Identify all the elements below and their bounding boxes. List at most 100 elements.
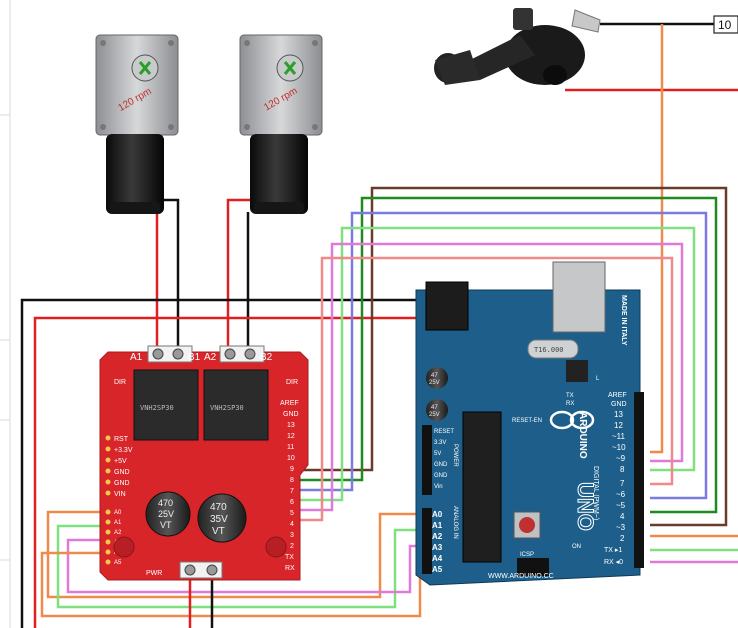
terminal-a2: A2 xyxy=(204,352,217,363)
svg-text:A0: A0 xyxy=(432,510,443,519)
arduino-cap-2: 47 25V xyxy=(426,399,448,421)
svg-text:A4: A4 xyxy=(432,554,443,563)
svg-text:2: 2 xyxy=(290,543,294,550)
wire-power-red xyxy=(33,316,440,628)
svg-text:A2: A2 xyxy=(432,532,443,541)
svg-text:35V: 35V xyxy=(210,514,228,525)
arduino-cap-1: 47 25V xyxy=(426,367,448,389)
svg-text:47: 47 xyxy=(431,405,438,411)
svg-text:~5: ~5 xyxy=(616,501,626,510)
tx-led-label: TX xyxy=(566,393,574,399)
svg-text:TX ▸1: TX ▸1 xyxy=(604,547,622,554)
shield-capacitor-2: 470 35V VT xyxy=(197,493,247,543)
shield-power-terminal xyxy=(179,561,223,579)
arduino-logo xyxy=(549,410,595,430)
svg-text:AREF: AREF xyxy=(608,392,627,399)
terminal-b2: B2 xyxy=(260,352,273,363)
terminal-a1: A1 xyxy=(130,352,143,363)
svg-text:25V: 25V xyxy=(429,380,440,386)
svg-text:A1: A1 xyxy=(114,520,122,526)
svg-text:3: 3 xyxy=(290,532,294,539)
wire-analog-green xyxy=(56,524,432,609)
gear-motor-1: 120 rpm xyxy=(95,34,179,214)
svg-text:~6: ~6 xyxy=(616,490,626,499)
svg-text:RESET: RESET xyxy=(434,429,454,435)
svg-text:~11: ~11 xyxy=(612,432,626,441)
svg-text:VT: VT xyxy=(160,520,172,530)
arduino-digital-pins: AREF GND 13 12 ~11 ~10 ~9 8 7 ~6 ~5 4 ~3… xyxy=(604,392,627,566)
header-digital: DIGITAL (PWM~) xyxy=(592,466,599,520)
svg-text:8: 8 xyxy=(290,477,294,484)
svg-text:11: 11 xyxy=(287,444,294,451)
shield-pin-gnd-2: GND xyxy=(114,480,130,487)
svg-text:GND: GND xyxy=(611,401,627,408)
svg-text:RX ◂0: RX ◂0 xyxy=(604,559,623,566)
driver-chip-2: VNH2SP30 xyxy=(203,369,269,441)
svg-text:TX: TX xyxy=(285,554,294,561)
svg-text:10: 10 xyxy=(287,455,295,462)
svg-text:A2: A2 xyxy=(114,530,122,536)
wire-motor2-red xyxy=(226,198,260,360)
gear-motor-2: 120 rpm xyxy=(239,34,323,214)
svg-text:GND: GND xyxy=(434,462,448,468)
label-pwr: PWR xyxy=(146,570,162,577)
icsp-label: ICSP xyxy=(520,552,534,558)
svg-text:VNH2SP30: VNH2SP30 xyxy=(140,404,174,412)
svg-text:12: 12 xyxy=(287,433,295,440)
shield-analog-pins xyxy=(105,509,111,565)
arduino-logo-text: ARDUINO xyxy=(577,412,588,459)
svg-text:A5: A5 xyxy=(432,565,443,574)
motor-terminals xyxy=(147,345,265,363)
header-power: POWER xyxy=(452,444,458,467)
svg-text:A1: A1 xyxy=(432,521,443,530)
made-in-italy: MADE IN ITALY xyxy=(620,295,627,346)
shield-pin-3v3: +3.3V xyxy=(114,447,133,454)
arduino-website: WWW.ARDUINO.CC xyxy=(488,573,554,580)
svg-text:25V: 25V xyxy=(158,509,174,519)
wire-salmon xyxy=(296,256,674,522)
svg-text:~10: ~10 xyxy=(612,443,626,452)
svg-text:A5: A5 xyxy=(114,560,122,566)
wire-analog-pink xyxy=(66,538,432,594)
wire-motor1-black xyxy=(150,198,180,360)
arduino-model-text: UNO xyxy=(573,482,598,531)
svg-text:~9: ~9 xyxy=(616,454,626,463)
rx-led-label: RX xyxy=(566,401,574,407)
terminal-label: 10 xyxy=(718,18,732,32)
shield-right-pins: AREF GND 13 12 11 10 9 8 7 6 5 4 3 2 TX … xyxy=(280,400,299,572)
shield-pin-rst: RST xyxy=(114,436,129,443)
svg-text:5: 5 xyxy=(290,510,294,517)
shield-left-pins: RST +3.3V +5V GND GND VIN xyxy=(105,435,133,498)
svg-text:~3: ~3 xyxy=(616,523,626,532)
svg-text:RX: RX xyxy=(285,565,295,572)
svg-text:4: 4 xyxy=(290,521,294,528)
svg-text:7: 7 xyxy=(290,488,294,495)
reset-en-label: RESET-EN xyxy=(512,418,542,424)
wires xyxy=(20,22,738,628)
svg-text:47: 47 xyxy=(431,373,438,379)
on-led-label: ON xyxy=(572,544,581,550)
svg-text:VT: VT xyxy=(212,526,225,537)
svg-text:2: 2 xyxy=(620,534,625,543)
svg-text:AREF: AREF xyxy=(280,400,299,407)
svg-text:7: 7 xyxy=(620,479,625,488)
svg-text:3.3V: 3.3V xyxy=(434,440,446,446)
arduino-power-pins: RESET 3.3V 5V GND GND Vin xyxy=(434,429,454,490)
svg-text:13: 13 xyxy=(287,422,295,429)
wire-pink xyxy=(296,242,684,512)
page-margin-lines xyxy=(0,0,11,628)
svg-text:8: 8 xyxy=(620,465,625,474)
svg-text:A0: A0 xyxy=(114,510,122,516)
svg-text:GND: GND xyxy=(434,473,448,479)
l-led-label: L xyxy=(596,376,600,382)
potentiometer xyxy=(434,8,601,85)
label-dir-2: DIR xyxy=(286,379,298,386)
label-dir-1: DIR xyxy=(114,379,126,386)
wire-analog-orange xyxy=(46,510,432,599)
svg-text:470: 470 xyxy=(158,498,173,508)
shield-pin-5v: +5V xyxy=(114,458,127,465)
driver-chip-1: VNH2SP30 xyxy=(133,369,199,441)
terminal-b1: B1 xyxy=(188,352,201,363)
wire-power-black xyxy=(20,298,430,628)
wire-brown xyxy=(296,186,728,527)
